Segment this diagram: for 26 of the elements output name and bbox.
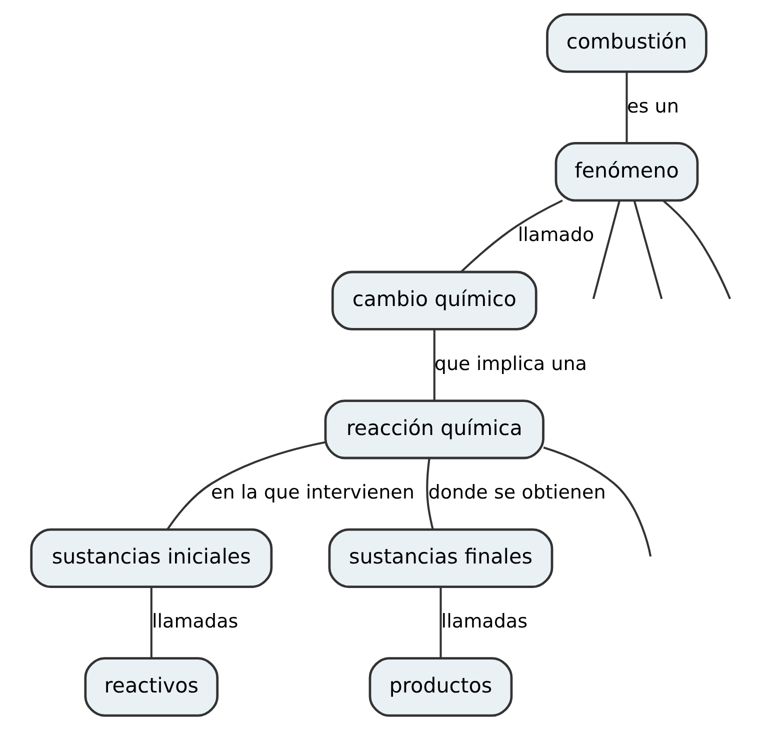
edge-label: llamadas [440,610,528,632]
connector [150,587,152,658]
node-box: fenómeno [554,142,698,202]
connector [632,200,662,300]
connector [426,458,434,530]
edge-label: en la que intervienen [210,482,414,504]
connector [432,329,435,401]
node-box: sustancias iniciales [30,528,272,588]
node-box: combustión [546,13,707,73]
node-box: productos [368,657,512,717]
edge-label: donde se obtienen [428,482,606,504]
connector [166,441,325,530]
connector [460,200,562,273]
connector [439,587,442,658]
node-box: cambio químico [330,270,537,330]
edge-label: es un [626,95,678,118]
connector [542,446,652,557]
node-box: reacción química [324,400,544,460]
connector [592,200,620,300]
edge-label: que implica una [434,352,586,375]
node-box: sustancias finales [328,528,553,588]
edge-label: llamado [517,224,594,246]
edge-label: llamadas [151,610,238,632]
node-box: reactivos [84,657,218,717]
connector [625,72,628,144]
connector [662,200,730,300]
